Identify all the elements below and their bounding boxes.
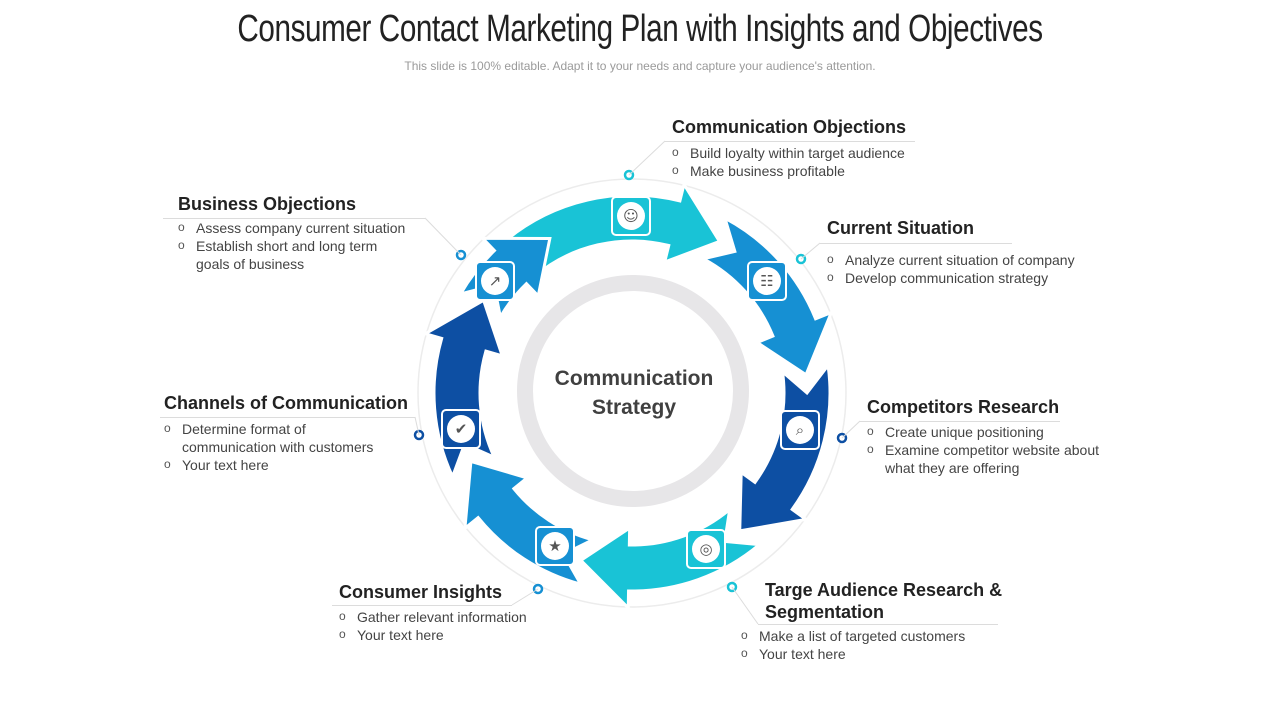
connector-line-target-audience	[731, 586, 759, 625]
section-title: Consumer Insights	[339, 582, 503, 602]
arrow-segment-channels-of-communication	[421, 298, 505, 481]
section-title: Competitors Research	[867, 397, 1060, 417]
bullet-item: Gather relevant information	[339, 607, 569, 626]
bullet-item: Create unique positioning	[867, 422, 1117, 441]
section-title: Communication Objections	[672, 117, 907, 137]
section-consumer-insights: Consumer Insights Gather relevant inform…	[339, 581, 569, 644]
bullet-item: Examine competitor website about what th…	[867, 440, 1117, 477]
connector-line-consumer-insights	[511, 588, 539, 606]
section-competitors-research: Competitors Research Create unique posit…	[867, 396, 1117, 477]
bullet-item: Assess company current situation	[178, 218, 428, 237]
slide-title: Consumer Contact Marketing Plan with Ins…	[237, 8, 1043, 50]
connector-line-communication-objections	[628, 140, 666, 176]
connector-lines	[414, 140, 861, 625]
rating-stars-icon-box[interactable]: ★	[535, 526, 575, 566]
divider	[758, 624, 998, 625]
section-channels-of-communication: Channels of Communication Determine form…	[164, 392, 414, 474]
chat-bubble-icon: ✔	[447, 415, 475, 443]
magnifier-globe-icon: ⌕	[786, 416, 814, 444]
bullet-item: Determine format of communication with c…	[164, 419, 402, 456]
team-meeting-icon: ☺	[617, 202, 645, 230]
connector-line-competitors-research	[841, 420, 861, 439]
center-label-line2: Strategy	[591, 396, 677, 419]
growth-chart-icon: ↗	[481, 267, 509, 295]
audience-target-icon-box[interactable]: ◎	[686, 529, 726, 569]
bullet-item: Establish short and long term goals of b…	[178, 236, 411, 273]
bullet-item: Analyze current situation of company	[827, 250, 1117, 269]
bullet-item: Your text here	[164, 455, 414, 474]
divider	[860, 421, 1060, 422]
bullet-item: Your text here	[741, 644, 1015, 663]
bullet-item: Make a list of targeted customers	[741, 626, 1015, 645]
strategy-board-icon-box[interactable]: ☷	[747, 261, 787, 301]
bullet-item: Your text here	[339, 625, 569, 644]
divider	[160, 417, 415, 418]
section-business-objections: Business Objections Assess company curre…	[178, 193, 428, 273]
team-meeting-icon-box[interactable]: ☺	[611, 196, 651, 236]
section-title: Business Objections	[178, 194, 357, 214]
divider	[665, 141, 915, 142]
arrow-segment-target-audience	[578, 505, 763, 612]
section-target-audience: Targe Audience Research & Segmentation M…	[741, 579, 1015, 663]
rating-stars-icon: ★	[541, 532, 569, 560]
section-communication-objections: Communication Objections Build loyalty w…	[672, 116, 962, 180]
bullet-item: Develop communication strategy	[827, 268, 1117, 287]
center-label-line1: Communication	[554, 367, 714, 390]
section-current-situation: Current Situation Analyze current situat…	[827, 217, 1117, 287]
growth-chart-icon-box[interactable]: ↗	[475, 261, 515, 301]
audience-target-icon: ◎	[692, 535, 720, 563]
chat-bubble-icon-box[interactable]: ✔	[441, 409, 481, 449]
connector-line-channels-of-communication	[414, 416, 420, 436]
bullet-item: Build loyalty within target audience	[672, 143, 962, 162]
connector-line-business-objections	[424, 217, 462, 256]
divider	[332, 605, 512, 606]
center-label: Communication Strategy	[534, 364, 734, 422]
strategy-board-icon: ☷	[753, 267, 781, 295]
divider	[820, 243, 1012, 244]
magnifier-globe-icon-box[interactable]: ⌕	[780, 410, 820, 450]
section-title: Targe Audience Research & Segmentation	[765, 580, 1003, 622]
section-title: Channels of Communication	[164, 393, 409, 413]
bullet-item: Make business profitable	[672, 161, 962, 180]
inner-gray-ring	[517, 275, 749, 507]
connector-line-current-situation	[800, 242, 821, 260]
slide-subtitle: This slide is 100% editable. Adapt it to…	[404, 59, 876, 73]
section-title: Current Situation	[827, 218, 974, 238]
